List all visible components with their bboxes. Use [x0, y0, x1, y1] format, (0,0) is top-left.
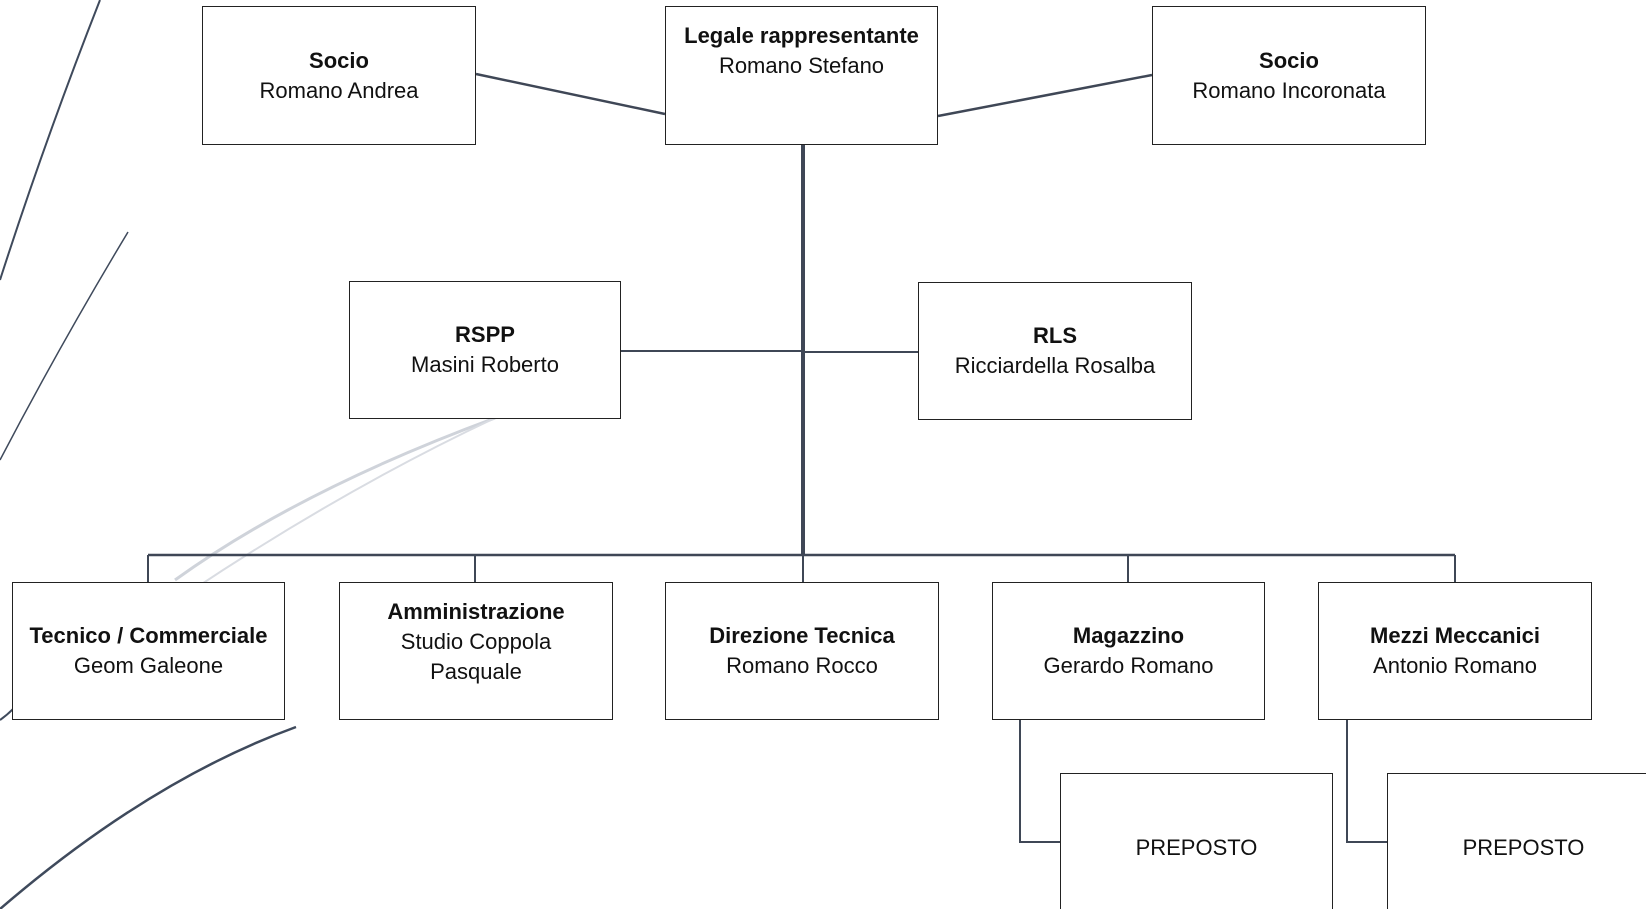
preposto-box-1: PREPOSTO [1060, 773, 1333, 909]
node-role: Amministrazione [387, 599, 565, 624]
node-role: RLS [1033, 323, 1077, 348]
tecnico-commerciale-box: Tecnico / Commerciale Geom Galeone [12, 582, 285, 720]
node-role: Socio [1259, 47, 1319, 73]
connector-socio-left [475, 72, 666, 116]
connector-socio-right [937, 73, 1153, 118]
node-person: Antonio Romano [1373, 653, 1537, 678]
node-role: Mezzi Meccanici [1370, 623, 1540, 648]
magazzino-box: Magazzino Gerardo Romano [992, 582, 1265, 720]
decor-curve-3 [174, 416, 496, 582]
node-person: Romano Rocco [726, 653, 878, 678]
node-person: Ricciardella Rosalba [954, 353, 1156, 378]
connector-preposto-2 [1346, 720, 1387, 843]
node-label: PREPOSTO [1462, 835, 1585, 860]
connector-preposto-1 [1019, 720, 1060, 843]
node-role: RSPP [455, 322, 515, 347]
node-person: Studio Coppola Pasquale [400, 629, 552, 684]
node-role: Magazzino [1072, 623, 1185, 648]
node-role: Legale rappresentante [684, 23, 919, 48]
node-role: Socio [309, 47, 369, 73]
node-person: Masini Roberto [411, 352, 559, 377]
decor-curve-2 [0, 231, 129, 461]
node-person: Romano Stefano [718, 53, 885, 78]
rls-box: RLS Ricciardella Rosalba [918, 282, 1192, 420]
node-person: Romano Incoronata [1192, 77, 1386, 103]
node-role: Direzione Tecnica [709, 623, 895, 648]
socio-left-box: Socio Romano Andrea [202, 6, 476, 145]
node-role: Tecnico / Commerciale [29, 623, 268, 648]
connector-lines [147, 72, 1456, 843]
legale-rappresentante-box: Legale rappresentante Romano Stefano [665, 6, 938, 145]
node-person: Gerardo Romano [1043, 653, 1214, 678]
preposto-box-2: PREPOSTO [1387, 773, 1646, 909]
decor-curve-1 [0, 0, 101, 281]
node-person: Romano Andrea [259, 77, 419, 103]
direzione-tecnica-box: Direzione Tecnica Romano Rocco [665, 582, 939, 720]
node-person: Geom Galeone [73, 653, 224, 678]
rspp-box: RSPP Masini Roberto [349, 281, 621, 419]
mezzi-meccanici-box: Mezzi Meccanici Antonio Romano [1318, 582, 1592, 720]
socio-right-box: Socio Romano Incoronata [1152, 6, 1426, 145]
amministrazione-box: Amministrazione Studio Coppola Pasquale [339, 582, 613, 720]
decor-curve-5 [0, 725, 297, 909]
node-label: PREPOSTO [1135, 835, 1258, 860]
